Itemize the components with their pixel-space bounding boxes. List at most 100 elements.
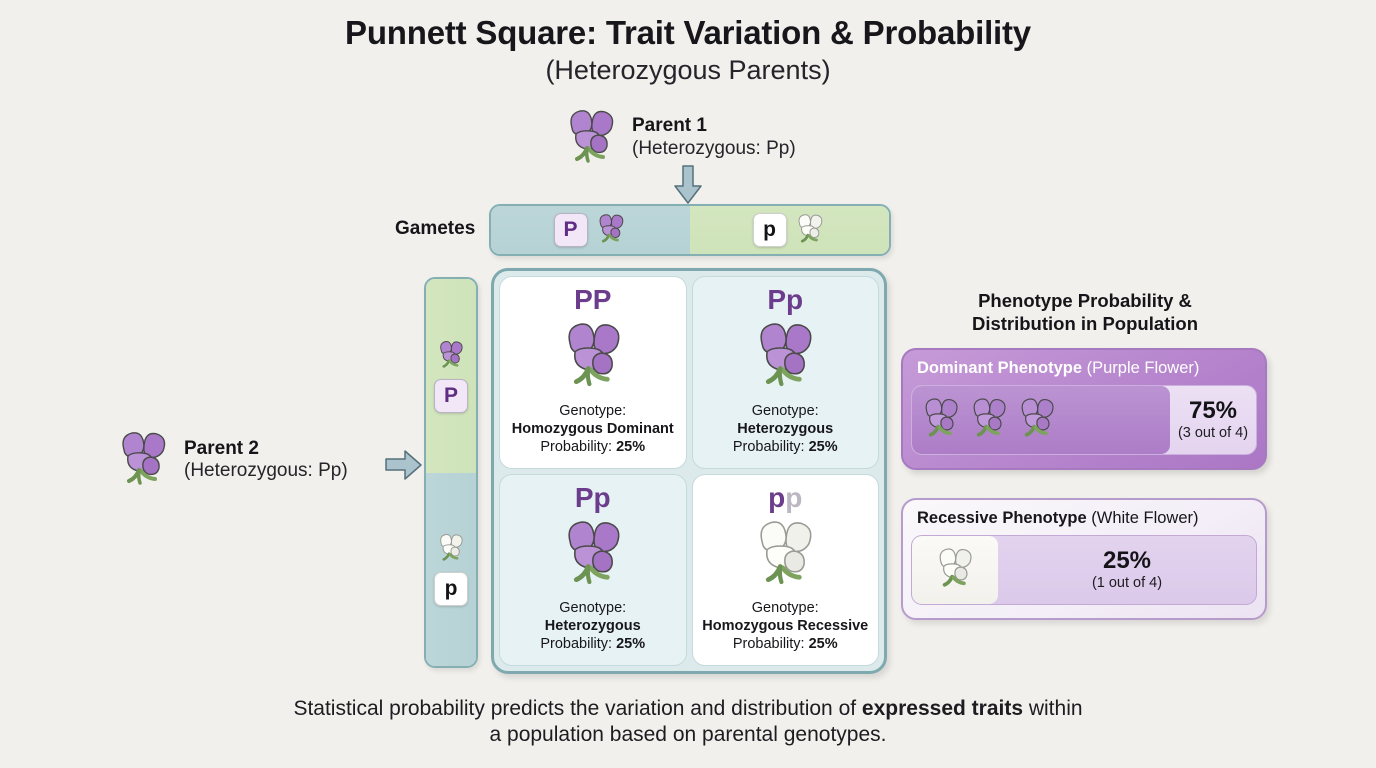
genotype-label: Genotype: bbox=[559, 402, 627, 419]
dominant-card-header: Dominant Phenotype (Purple Flower) bbox=[911, 356, 1257, 385]
allele-letter-1: P bbox=[767, 284, 787, 315]
page-title: Punnett Square: Trait Variation & Probab… bbox=[0, 14, 1376, 86]
allele-box-p: p bbox=[434, 572, 468, 607]
allele-letter-2: p bbox=[785, 481, 803, 513]
title-subtitle: (Heterozygous Parents) bbox=[545, 54, 831, 85]
dominant-stat: 75% (3 out of 4) bbox=[1170, 386, 1256, 454]
genotype-label: Genotype: bbox=[751, 600, 819, 617]
white-flower-icon bbox=[435, 532, 467, 567]
punnett-square-grid: PP Genotype: Homozygous Dominant bbox=[491, 268, 887, 674]
parent-2-text: Parent 2 (Heterozygous: Pp) bbox=[184, 438, 348, 482]
footer-bold: expressed traits bbox=[861, 697, 1024, 720]
white-flower-icon bbox=[932, 545, 978, 594]
dominant-bar-fill bbox=[912, 385, 1170, 454]
dominant-phenotype-card[interactable]: Dominant Phenotype (Purple Flower) bbox=[901, 348, 1267, 470]
dominant-card-subtitle: (Purple Flower) bbox=[1082, 359, 1200, 377]
parent-2-genotype: (Heterozygous: Pp) bbox=[184, 459, 348, 481]
genotype-letters: pp bbox=[768, 481, 803, 513]
gamete-left-dominant[interactable]: P bbox=[426, 279, 476, 473]
punnett-cell-pp-dominant[interactable]: PP Genotype: Homozygous Dominant bbox=[499, 276, 687, 469]
cell-description: Genotype: Homozygous Dominant Probabilit… bbox=[512, 403, 674, 468]
dominant-fraction: (3 out of 4) bbox=[1177, 424, 1249, 441]
purple-flower-icon bbox=[556, 516, 630, 591]
parent-2-name: Parent 2 bbox=[184, 437, 259, 459]
dominant-percent: 75% bbox=[1188, 397, 1238, 425]
gamete-top-dominant[interactable]: P bbox=[491, 206, 690, 254]
purple-flower-icon bbox=[560, 106, 622, 169]
recessive-distribution-bar: 25% (1 out of 4) bbox=[911, 534, 1257, 605]
gamete-top-recessive[interactable]: p bbox=[690, 206, 889, 254]
purple-flower-icon bbox=[435, 339, 467, 374]
purple-flower-icon bbox=[594, 212, 628, 249]
cell-description: Genotype: Heterozygous Probability: 25% bbox=[733, 403, 838, 468]
purple-flower-icon bbox=[1014, 395, 1060, 444]
allele-letter-1: P bbox=[574, 284, 593, 315]
purple-flower-icon bbox=[966, 395, 1012, 444]
parent-1-genotype: (Heterozygous: Pp) bbox=[632, 137, 796, 159]
cell-description: Genotype: Homozygous Recessive Probabili… bbox=[702, 600, 868, 665]
punnett-cell-pp-hetero-2[interactable]: Pp Genotype: Heterozygous bbox=[499, 473, 687, 666]
parent-2-group: Parent 2 (Heterozygous: Pp) bbox=[112, 428, 348, 491]
white-flower-icon bbox=[748, 516, 822, 591]
gametes-top-bar: P p bbox=[489, 204, 891, 256]
gametes-left-column: P p bbox=[424, 277, 478, 668]
punnett-cell-pp-recessive[interactable]: pp Genotype: Homozygous Recessiv bbox=[691, 473, 879, 666]
genotype-letters: Pp bbox=[767, 286, 803, 314]
probability-label: Probability: bbox=[732, 636, 809, 653]
genotype-value: Heterozygous bbox=[544, 618, 641, 635]
gametes-label: Gametes bbox=[395, 218, 476, 239]
recessive-percent: 25% bbox=[1102, 547, 1152, 575]
recessive-fraction: (1 out of 4) bbox=[1091, 574, 1163, 591]
recessive-card-header: Recessive Phenotype (White Flower) bbox=[911, 506, 1257, 535]
gamete-left-recessive[interactable]: p bbox=[426, 472, 476, 666]
genotype-value: Homozygous Recessive bbox=[702, 618, 869, 635]
recessive-card-subtitle: (White Flower) bbox=[1086, 509, 1199, 527]
allele-letter-1: P bbox=[574, 481, 594, 513]
genotype-letters: PP bbox=[574, 286, 611, 314]
purple-flower-icon bbox=[918, 395, 964, 444]
genotype-label: Genotype: bbox=[751, 402, 819, 419]
genotype-value: Homozygous Dominant bbox=[511, 420, 674, 437]
genotype-letters: Pp bbox=[574, 481, 611, 513]
title-main: Punnett Square: Trait Variation & Probab… bbox=[345, 14, 1031, 51]
allele-letter-1: p bbox=[768, 481, 786, 513]
probability-label: Probability: bbox=[540, 438, 617, 455]
probability-value: 25% bbox=[616, 438, 646, 455]
phenotype-panel-title-line1: Phenotype Probability & bbox=[978, 290, 1192, 311]
footer-part2: within a population based on parental ge… bbox=[489, 697, 1083, 747]
phenotype-panel-title: Phenotype Probability & Distribution in … bbox=[905, 289, 1265, 335]
purple-flower-icon bbox=[556, 318, 630, 393]
allele-box-p: p bbox=[752, 213, 787, 247]
footer-part1: Statistical probability predicts the var… bbox=[293, 697, 862, 720]
genotype-label: Genotype: bbox=[559, 600, 627, 617]
parent-1-group: Parent 1 (Heterozygous: Pp) bbox=[560, 106, 796, 169]
probability-label: Probability: bbox=[540, 636, 617, 653]
probability-value: 25% bbox=[808, 636, 838, 653]
cell-description: Genotype: Heterozygous Probability: 25% bbox=[540, 600, 645, 665]
allele-letter-2: P bbox=[592, 284, 612, 315]
recessive-card-title: Recessive Phenotype bbox=[917, 509, 1087, 527]
phenotype-panel-title-line2: Distribution in Population bbox=[971, 313, 1199, 335]
probability-label: Probability: bbox=[732, 438, 809, 455]
dominant-card-title: Dominant Phenotype bbox=[917, 359, 1083, 377]
parent-1-name: Parent 1 bbox=[632, 115, 707, 137]
dominant-distribution-bar: 75% (3 out of 4) bbox=[911, 384, 1257, 455]
allele-letter-2: p bbox=[786, 284, 804, 315]
footer-caption: Statistical probability predicts the var… bbox=[288, 696, 1088, 748]
allele-box-P: P bbox=[434, 378, 468, 413]
purple-flower-icon bbox=[112, 428, 174, 491]
allele-letter-2: p bbox=[593, 481, 611, 513]
purple-flower-icon bbox=[748, 318, 822, 393]
arrow-down-icon bbox=[670, 164, 706, 211]
punnett-cell-pp-hetero-1[interactable]: Pp Genotype: Heterozygous bbox=[691, 276, 879, 469]
probability-value: 25% bbox=[616, 636, 646, 653]
recessive-bar-fill bbox=[912, 535, 998, 604]
recessive-stat: 25% (1 out of 4) bbox=[998, 536, 1256, 604]
arrow-right-icon bbox=[384, 448, 424, 487]
recessive-phenotype-card[interactable]: Recessive Phenotype (White Flower) 25% ( bbox=[901, 498, 1267, 620]
probability-value: 25% bbox=[808, 438, 838, 455]
allele-box-P: P bbox=[553, 213, 588, 247]
white-flower-icon bbox=[793, 212, 827, 249]
parent-1-text: Parent 1 (Heterozygous: Pp) bbox=[632, 115, 796, 160]
